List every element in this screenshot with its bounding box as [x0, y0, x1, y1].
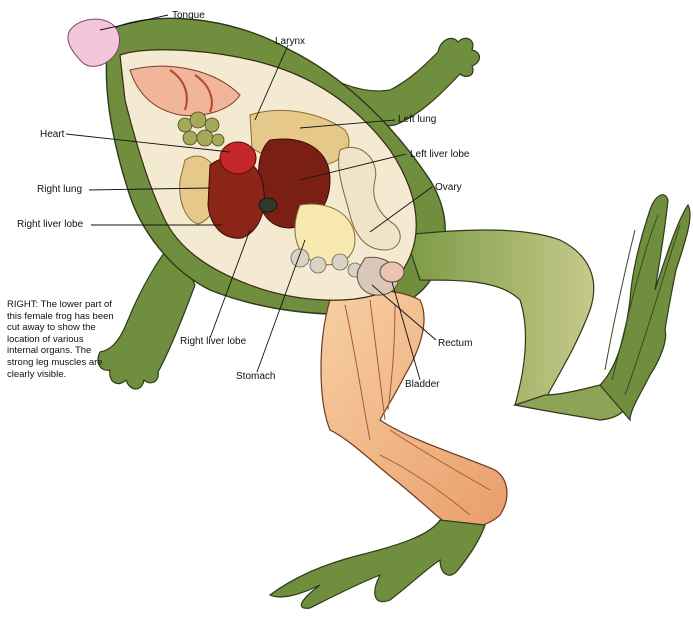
label-left-liver-lobe: Left liver lobe: [410, 149, 469, 161]
label-stomach: Stomach: [236, 371, 275, 383]
label-rectum: Rectum: [438, 338, 472, 350]
caption: RIGHT: The lower part of this female fro…: [7, 299, 115, 380]
label-ovary: Ovary: [435, 182, 462, 194]
bladder: [380, 262, 404, 282]
left-hind-foot: [600, 195, 690, 420]
label-left-lung: Left lung: [398, 114, 436, 126]
right-hind-foot: [270, 520, 485, 608]
label-right-liver-lobe-lower: Right liver lobe: [180, 336, 246, 348]
label-right-lung: Right lung: [37, 184, 82, 196]
label-tongue: Tongue: [172, 10, 205, 22]
gall-bladder: [259, 198, 277, 212]
exposed-leg-muscles: [321, 291, 507, 530]
label-bladder: Bladder: [405, 379, 439, 391]
heart: [220, 142, 256, 174]
label-heart: Heart: [40, 129, 64, 141]
label-larynx: Larynx: [275, 36, 305, 48]
label-right-liver-lobe-upper: Right liver lobe: [17, 219, 83, 231]
